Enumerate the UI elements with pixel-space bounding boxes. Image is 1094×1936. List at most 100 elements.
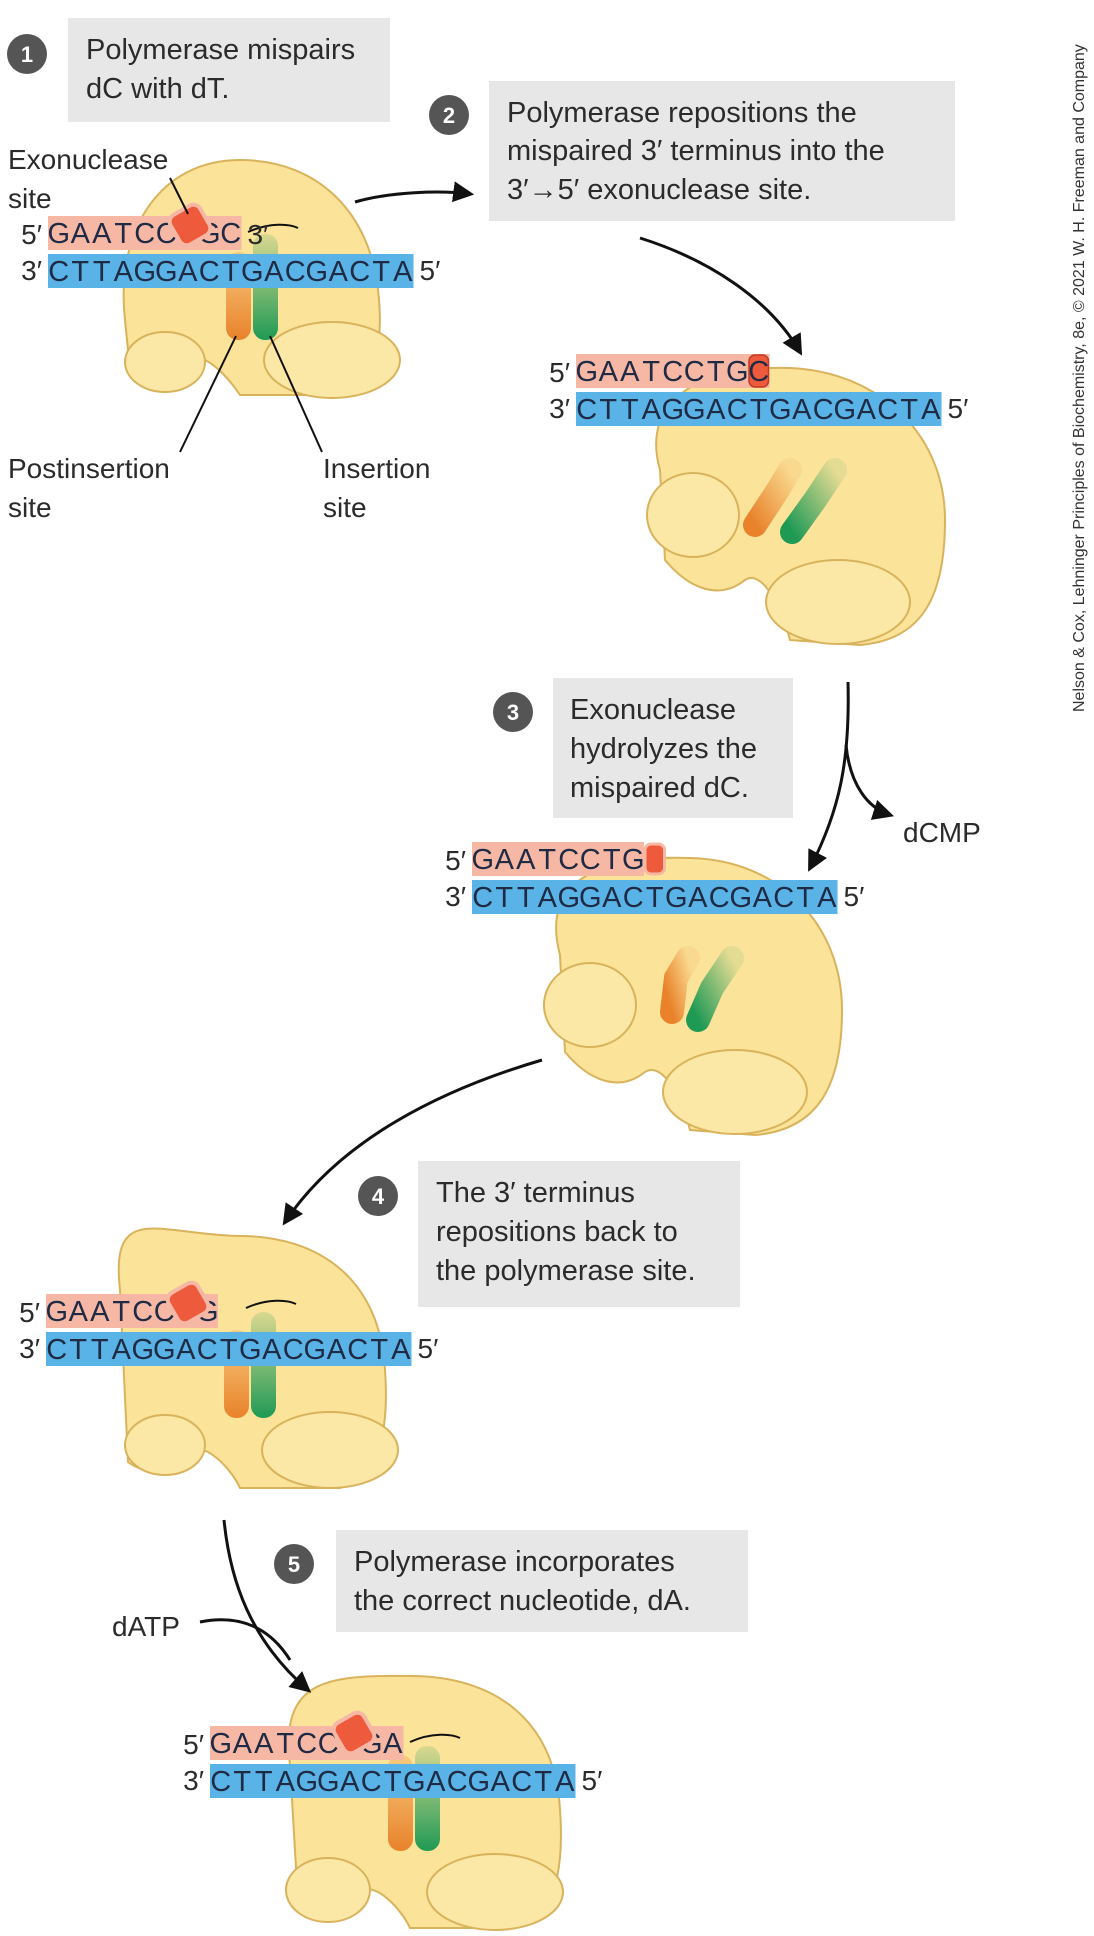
step-2-template-3-end: 3′ xyxy=(549,393,570,424)
step-badge-2 xyxy=(429,95,469,135)
step-5-primer-base: T xyxy=(276,1728,294,1760)
postinsertion-site-label-line-2: site xyxy=(8,492,52,523)
step-2-primer-base: A xyxy=(620,356,640,388)
step-3-primer-base: G xyxy=(622,844,645,876)
caption-3-line-1: Exonuclease xyxy=(570,694,736,726)
step-4-primer-5-end: 5′ xyxy=(19,1297,40,1328)
step-1-template-strand-bar xyxy=(48,254,414,288)
exonuclease-site-label-line-1: Exonuclease xyxy=(8,144,168,175)
step-2-template-strand-bar xyxy=(576,392,942,426)
step-3-template-base: A xyxy=(817,882,837,914)
step-1-template-base: A xyxy=(178,256,198,288)
step-2-template-base: C xyxy=(576,394,597,426)
step-1-primer-base: A xyxy=(71,218,91,250)
step-3-template-base: T xyxy=(517,882,535,914)
step-2-primer-base: G xyxy=(726,356,749,388)
postinsertion-leader xyxy=(179,335,237,453)
step-1-template-3-end: 3′ xyxy=(21,255,42,286)
postinsertion-site-2 xyxy=(743,458,802,537)
arrow-step-4-to-5 xyxy=(222,1519,312,1693)
step-3-template-base: T xyxy=(495,882,513,914)
step-4-template-base: C xyxy=(46,1334,67,1366)
caption-1-line-1: Polymerase mispairs xyxy=(86,34,355,66)
caption-2-line-2: mispaired 3′ terminus into the xyxy=(507,135,885,167)
insertion-site-5 xyxy=(415,1746,440,1851)
step-5-primer-base: A xyxy=(383,1728,403,1760)
step-4-primer-base: T xyxy=(112,1296,130,1328)
step-1-template-base: A xyxy=(329,256,349,288)
step-4-primer-base: G xyxy=(45,1296,68,1328)
step-4: 4 The 3′ terminus repositions back to th… xyxy=(358,1161,740,1307)
step-3-primer-base: A xyxy=(516,844,536,876)
step-3-primer-strand-bar xyxy=(472,842,644,876)
step-3-primer-base: C xyxy=(580,844,601,876)
step-badge-5 xyxy=(274,1544,314,1584)
caption-4-line-3: the polymerase site. xyxy=(436,1255,696,1287)
step-3-template-strand-bar xyxy=(472,880,838,914)
caption-4-line-1: The 3′ terminus xyxy=(436,1177,635,1209)
step-3-template-base: C xyxy=(709,882,730,914)
step-4-template-base: G xyxy=(303,1334,326,1366)
step-1-primer-base: G xyxy=(47,218,70,250)
step-5-primer-base: C xyxy=(296,1728,317,1760)
step-5-primer-base: C xyxy=(318,1728,339,1760)
step-4-template-base: T xyxy=(370,1334,388,1366)
step-3-primer-base: T xyxy=(538,844,556,876)
step-2-template-base: C xyxy=(813,394,834,426)
step-5-template-base: T xyxy=(534,1766,552,1798)
arrow-step-2-to-3-top xyxy=(639,236,803,356)
step-4-primer-base: C xyxy=(132,1296,153,1328)
step-1-template-base: T xyxy=(71,256,89,288)
step-2-template-base: G xyxy=(833,394,856,426)
step-5-template-base: G xyxy=(317,1766,340,1798)
step-4-template-base: G xyxy=(239,1334,262,1366)
step-3-template-3-end: 3′ xyxy=(445,881,466,912)
step-3-primer-exonuclease-site-marker xyxy=(643,842,666,876)
step-2-primer-mispaired-base-box xyxy=(748,354,770,388)
arrow-step-2-to-3 xyxy=(808,681,850,872)
step-3-template-base: C xyxy=(472,882,493,914)
step-5-template-base: G xyxy=(295,1766,318,1798)
step-5-template-base: T xyxy=(384,1766,402,1798)
step-2-primer-5-end: 5′ xyxy=(549,357,570,388)
step-2-template-base: T xyxy=(621,394,639,426)
step-4-template-strand-bar xyxy=(46,1332,412,1366)
caption-box-1 xyxy=(68,18,390,122)
step-3-template-5-end: 5′ xyxy=(844,881,865,912)
step-4-template-3-end: 3′ xyxy=(19,1333,40,1364)
step-2-template-base: A xyxy=(857,394,877,426)
step-5-template-base: G xyxy=(467,1766,490,1798)
step-2: 2 Polymerase repositions the mispaired 3… xyxy=(429,81,955,221)
step-1-template-5-end: 5′ xyxy=(420,255,441,286)
step-1-primer-base: T xyxy=(114,218,132,250)
insertion-leader xyxy=(269,335,323,453)
step-4-template-base: A xyxy=(391,1334,411,1366)
caption-5-line-1: Polymerase incorporates xyxy=(354,1546,675,1578)
step-3-template-base: G xyxy=(729,882,752,914)
step-2-template-base: T xyxy=(900,394,918,426)
step-3-template-base: A xyxy=(688,882,708,914)
step-3-template-base: T xyxy=(796,882,814,914)
caption-box-3 xyxy=(553,678,793,818)
step-3-primer-base: G xyxy=(471,844,494,876)
step-1: 1 Polymerase mispairs dC with dT. xyxy=(7,18,390,122)
caption-3-line-3: mispaired dC. xyxy=(570,772,749,804)
step-3-template-base: C xyxy=(623,882,644,914)
step-2-primer-base: A xyxy=(599,356,619,388)
step-2-primer-strand-bar xyxy=(576,354,770,388)
step-5-template-3-end: 3′ xyxy=(183,1765,204,1796)
exonuclease-site-label-line-2: site xyxy=(8,183,52,214)
step-5-template-base: C xyxy=(447,1766,468,1798)
step-1-template-base: A xyxy=(393,256,413,288)
caption-5-line-2: the correct nucleotide, dA. xyxy=(354,1585,691,1617)
step-number-2: 2 xyxy=(443,103,455,128)
step-5-template-base: A xyxy=(276,1766,296,1798)
step-1-template-base: C xyxy=(199,256,220,288)
datp-label: dATP xyxy=(112,1611,180,1642)
step-4-template-base: G xyxy=(131,1334,154,1366)
